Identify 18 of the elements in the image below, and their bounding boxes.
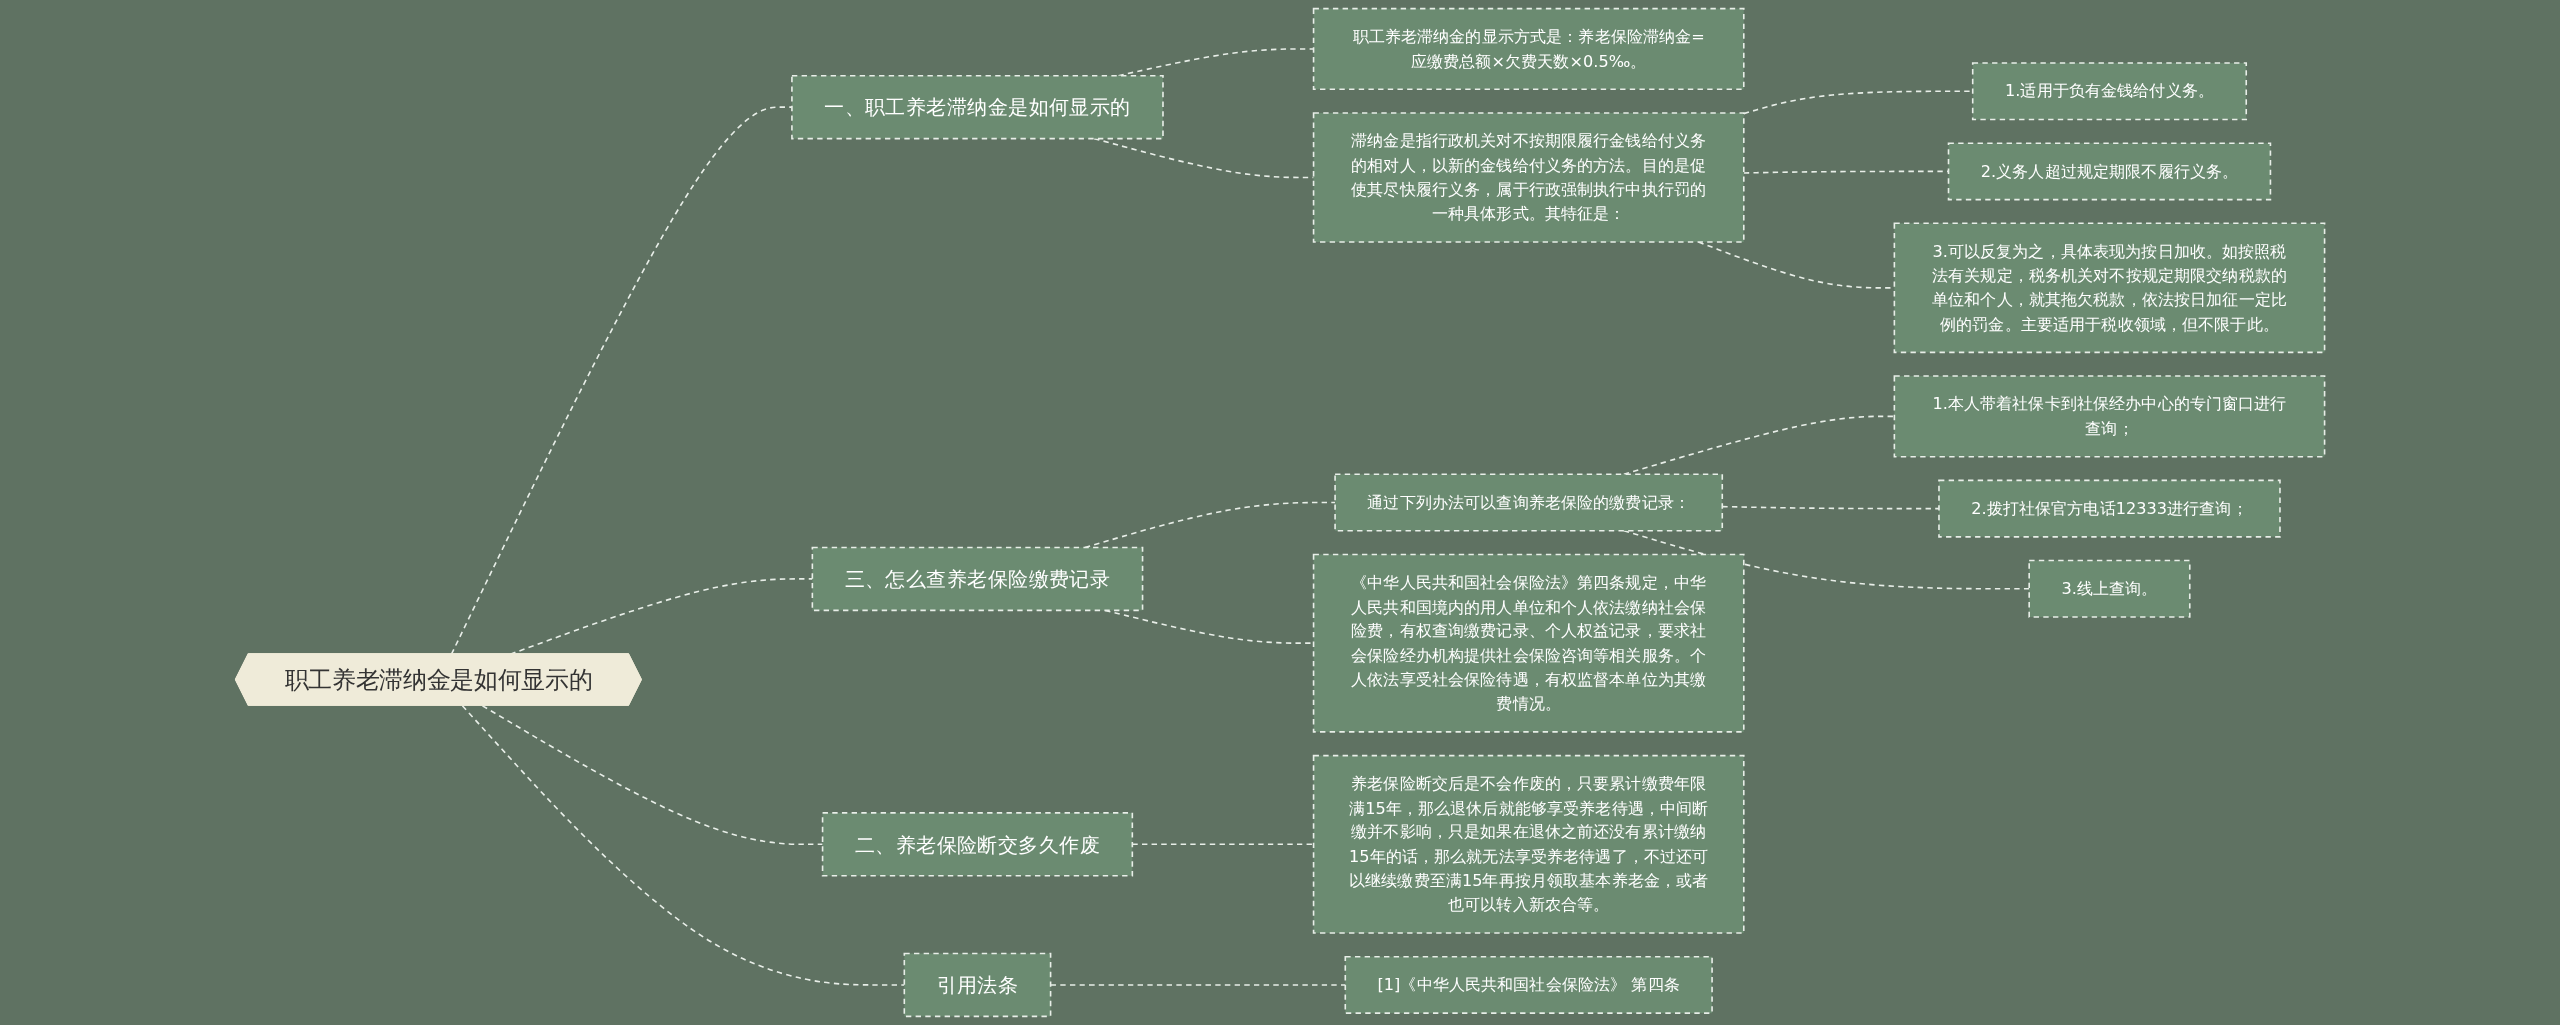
connector bbox=[1084, 501, 1336, 549]
node-box: 引用法条 bbox=[903, 952, 1052, 1018]
node-box: 2.义务人超过规定期限不履行义务。 bbox=[1947, 142, 2272, 201]
node-box: 一、职工养老滞纳金是如何显示的 bbox=[791, 74, 1164, 140]
node-box: [1]《中华人民共和国社会保险法》 第四条 bbox=[1344, 955, 1713, 1014]
node-box: 二、养老保险断交多久作废 bbox=[821, 812, 1134, 877]
node-box: 三、怎么查养老保险缴费记录 bbox=[811, 546, 1144, 612]
node-box: 1.本人带着社保卡到社保经办中心的专门窗口进行查询； bbox=[1893, 375, 2326, 458]
connector bbox=[1623, 529, 2030, 590]
node-box: 2.拨打社保官方电话12333进行查询； bbox=[1938, 479, 2281, 538]
node-box: 3.线上查询。 bbox=[2028, 559, 2191, 618]
node-box: 《中华人民共和国社会保险法》第四条规定，中华人民共和国境内的用人单位和个人依法缴纳社会保险费，有权查询缴费记录、个人权益记录，要求社会保险经办机构提供社会保险咨询等相关服务。个人依法享受社会保险待遇，有权监督本单位为其缴费情况。 bbox=[1312, 553, 1745, 733]
node-box: 1.适用于负有金钱给付义务。 bbox=[1971, 62, 2248, 121]
node-box: 通过下列办法可以查询养老保险的缴费记录： bbox=[1334, 473, 1724, 532]
node-box: 养老保险断交后是不会作废的，只要累计缴费年限满15年，那么退休后就能够享受养老待遇，中间断缴并不影响，只是如果在退休之前还没有累计缴纳15年的话，那么就无法享受养老待遇了，不过还可以继续缴费至满15年再按月领取基本养老金，或者也可以转入新农合等。 bbox=[1312, 754, 1745, 934]
node-box: 3.可以反复为之，具体表现为按日加收。如按照税法有关规定，税务机关对不按规定期限交纳税款的单位和个人，就其拖欠税款，依法按日加征一定比例的罚金。主要适用于税收领域，但不限于此。 bbox=[1893, 222, 2326, 354]
node-box: 滞纳金是指行政机关对不按期限履行金钱给付义务的相对人，以新的金钱给付义务的方法。目的是促使其尽快履行义务，属于行政强制执行中执行罚的一种具体形式。其特征是： bbox=[1312, 112, 1745, 243]
node-box: 职工养老滞纳金的显示方式是：养老保险滞纳金=应缴费总额×欠费天数×0.5‰。 bbox=[1312, 7, 1745, 91]
